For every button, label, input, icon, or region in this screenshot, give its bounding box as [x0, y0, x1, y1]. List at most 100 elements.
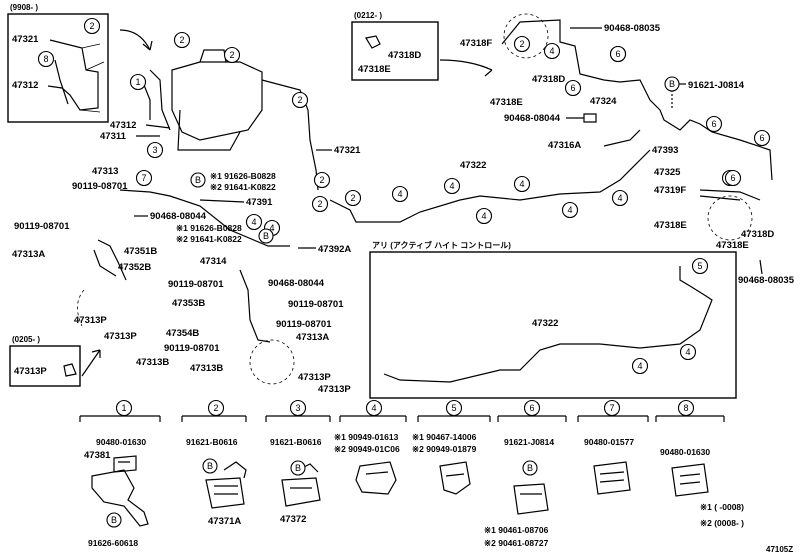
callout-6-c23: 6: [753, 129, 771, 147]
parts-table: [79, 415, 725, 422]
callout-8-c02: 8: [37, 50, 55, 68]
dashed-arc: [77, 289, 85, 327]
label-47318D-right: 47318D: [741, 229, 774, 240]
callout-2-c08: 2: [313, 171, 331, 189]
callout-4-c27: 4: [679, 343, 697, 361]
callout-2-c03: 2: [173, 31, 191, 49]
svg-text:B: B: [195, 175, 201, 185]
b-marker-b04: B: [106, 512, 122, 528]
label-47393: 47393: [652, 145, 678, 156]
table-number-3: 3: [289, 399, 307, 417]
callout-4-c14: 4: [475, 207, 493, 225]
part-2-top: [223, 461, 247, 479]
inset-arrowhead: [142, 40, 153, 51]
svg-text:3: 3: [295, 403, 300, 413]
svg-text:2: 2: [317, 199, 322, 209]
label-90468-08035-right: 90468-08035: [738, 275, 795, 286]
dashed-circle-right: [707, 195, 753, 241]
caliper-left: [93, 239, 127, 281]
label-90468-08044-top: 90468-08044: [504, 113, 561, 124]
label-90119-08701-b: 90119-08701: [14, 221, 70, 232]
label-90119-08701-c: 90119-08701: [168, 279, 224, 290]
label-47354B: 47354B: [166, 328, 199, 339]
clip: [583, 113, 597, 123]
label-91641-K0822-b: ※2 91641-K0822: [176, 234, 242, 244]
label-47321-inset: 47321: [12, 34, 39, 45]
callout-4-c28: 4: [543, 42, 561, 60]
table-5-pn: ※1 90467-14006: [412, 432, 477, 442]
table-6-b2: ※2 90461-08727: [484, 538, 549, 548]
callout-6-c31: 6: [609, 45, 627, 63]
leader: [47, 85, 63, 89]
callout-2-c29: 2: [513, 35, 531, 53]
pipe-rear-upper: [501, 19, 661, 111]
inset-9908-date: (9908- ): [10, 3, 38, 12]
label-91621-J0814: 91621-J0814: [688, 80, 745, 91]
label-47313: 47313: [92, 166, 118, 177]
label-47318F: 47318F: [460, 38, 492, 49]
label-47313P-c: 47313P: [298, 372, 331, 383]
inset-9908-body: [79, 43, 105, 113]
label-47313P-inset: 47313P: [14, 366, 47, 377]
svg-text:2: 2: [213, 403, 218, 413]
svg-text:4: 4: [371, 403, 376, 413]
label-90119-08701-e: 90119-08701: [276, 319, 332, 330]
pipe-47322-main: [329, 149, 651, 223]
inset-0205-part: [63, 363, 77, 377]
svg-text:2: 2: [89, 21, 94, 31]
callout-2-c06: 2: [291, 91, 309, 109]
label-47312: 47312: [110, 120, 136, 131]
inset-9908-frame: [7, 13, 109, 123]
callout-3-c07: 3: [146, 141, 164, 159]
master-cylinder-body: [177, 109, 241, 151]
table-1-bottom: 91626-60618: [88, 538, 138, 548]
label-90468-08035-top: 90468-08035: [604, 23, 661, 34]
label-90119-08701-f: 90119-08701: [164, 343, 220, 354]
part-7-clamp: [593, 461, 631, 495]
label-47318E-inset: 47318E: [358, 64, 391, 75]
inset-arrowhead-3: [91, 349, 101, 358]
label-47313A-b: 47313A: [296, 332, 329, 343]
svg-text:4: 4: [685, 347, 690, 357]
callout-4-c13: 4: [443, 177, 461, 195]
callout-6-c22: 6: [705, 115, 723, 133]
part-8-clamp: [671, 463, 709, 497]
callout-6-c30: 6: [724, 169, 742, 187]
svg-text:B: B: [669, 79, 675, 89]
label-47322: 47322: [460, 160, 486, 171]
active-height-box: [369, 251, 737, 399]
svg-text:6: 6: [570, 83, 575, 93]
label-47318E-top: 47318E: [490, 97, 523, 108]
pipe-47321: [261, 79, 319, 191]
b-marker-b06: B: [290, 460, 306, 476]
label-47321: 47321: [334, 145, 361, 156]
svg-text:7: 7: [141, 173, 146, 183]
active-height-title: アリ (アクティブ ハイト コントロール): [372, 240, 511, 250]
callout-5-c25: 5: [691, 257, 709, 275]
b-marker-b02: B: [258, 228, 274, 244]
callout-2-c09: 2: [311, 195, 329, 213]
pipe-left-lower: [239, 269, 271, 343]
svg-text:B: B: [263, 231, 269, 241]
callout-1-c05: 1: [129, 73, 147, 91]
table-4-pn2: ※2 90949-01C06: [334, 444, 400, 454]
table-3-pn: 91621-B0616: [270, 437, 322, 447]
label-91641-K0822-a: ※2 91641-K0822: [210, 182, 276, 192]
table-1-pn: 90480-01630: [96, 437, 146, 447]
table-number-1: 1: [115, 399, 133, 417]
table-4-pn: ※1 90949-01613: [334, 432, 399, 442]
inset-0205-frame: [9, 345, 81, 387]
callout-7-c10: 7: [135, 169, 153, 187]
part-4-clip: [355, 461, 397, 495]
label-90468-08044-a: 90468-08044: [150, 211, 207, 222]
table-number-4: 4: [365, 399, 383, 417]
svg-text:4: 4: [637, 361, 642, 371]
inset-arrow-3: [81, 349, 101, 377]
part-6-clip: [513, 483, 549, 515]
inset-arrowhead-2: [481, 65, 493, 77]
b-marker-b03: B: [664, 76, 680, 92]
label-90119-08701-a: 90119-08701: [72, 181, 128, 192]
label-47318E-right2: 47318E: [716, 240, 749, 251]
